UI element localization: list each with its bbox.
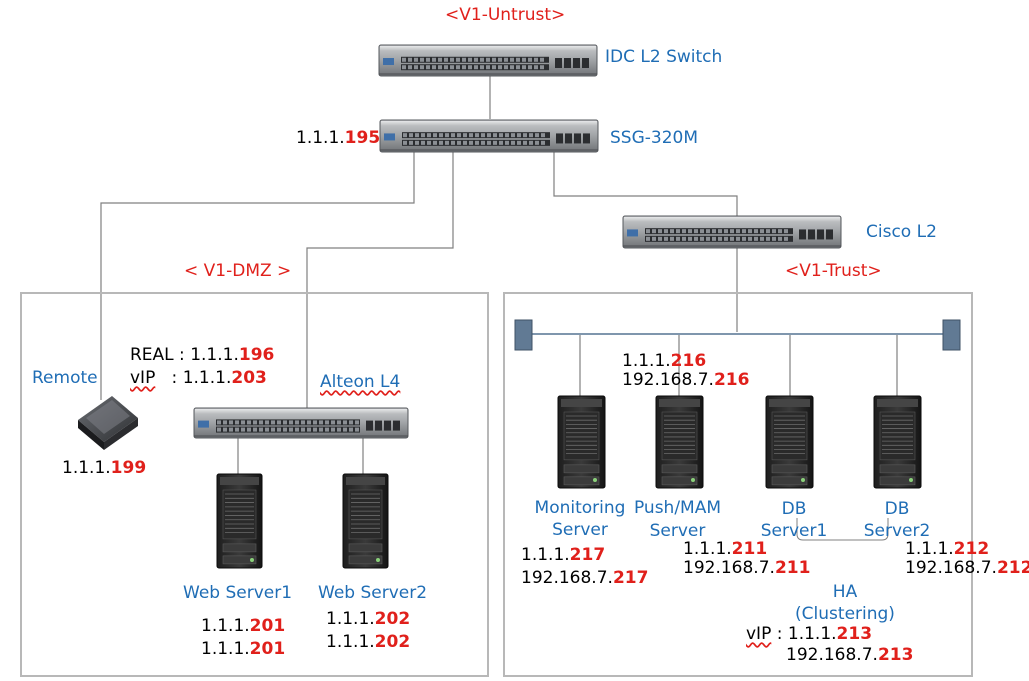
device-label-alteon-text: Alteon L4 — [320, 372, 401, 392]
device-label-db1: DB Server1 — [755, 498, 833, 542]
dmz-zone-box — [20, 292, 489, 677]
web-server2-device — [342, 473, 389, 569]
ip-ha-vip: vIP : 1.1.1.213 — [746, 624, 873, 644]
bus-terminator-left — [514, 319, 533, 351]
device-label-ssg: SSG-320M — [610, 128, 699, 148]
alteon-l4-device — [193, 407, 409, 439]
device-label-web2: Web Server2 — [318, 583, 428, 603]
links — [100, 76, 898, 474]
device-label-remote: Remote — [32, 368, 98, 388]
device-label-push-line1: Push/MAM — [633, 498, 722, 518]
device-label-push-line2: Server — [649, 521, 706, 541]
device-label-monitoring: Monitoring Server — [520, 497, 640, 541]
device-label-push: Push/MAM Server — [625, 497, 730, 543]
ha-label-line1: HA — [832, 582, 858, 602]
ip-db1: 1.1.1.211 192.168.7.211 — [683, 539, 811, 578]
cisco-l2-switch-device — [622, 215, 842, 249]
zone-label-dmz: < V1-DMZ > — [184, 261, 292, 281]
link-ssg-to-cisco — [553, 152, 738, 216]
ip-ssg: 1.1.1.195 — [296, 128, 381, 148]
trust-bus — [514, 319, 961, 351]
db-server1-device — [765, 395, 814, 489]
ha-bracket — [796, 518, 889, 541]
device-label-alteon: Alteon L4 — [320, 374, 400, 391]
web-server1-device — [216, 473, 263, 569]
ip-alteon-real: REAL : 1.1.1.196 — [130, 345, 275, 365]
device-label-db1-line1: DB — [781, 499, 807, 519]
ip-push: 1.1.1.216 192.168.7.216 — [622, 351, 750, 390]
ip-web2: 1.1.1.202 1.1.1.202 — [326, 609, 411, 652]
zone-label-untrust: <V1-Untrust> — [445, 5, 566, 25]
db-server2-device — [873, 395, 922, 489]
ssg-320m-device — [379, 119, 599, 153]
ip-ha-vip-internal: 192.168.7.213 — [786, 645, 914, 665]
push-mam-server-device — [655, 395, 704, 489]
device-label-cisco: Cisco L2 — [866, 222, 937, 242]
bus-terminator-right — [942, 319, 961, 351]
device-label-idc-switch: IDC L2 Switch — [605, 47, 723, 67]
trust-zone-box — [503, 292, 973, 677]
zone-label-trust: <V1-Trust> — [785, 261, 882, 281]
device-label-monitoring-line1: Monitoring — [534, 498, 626, 518]
device-label-db2-line2: Server2 — [863, 521, 931, 541]
remote-device — [78, 396, 138, 450]
ip-monitoring: 1.1.1.217 192.168.7.217 — [521, 545, 649, 588]
link-ssg-to-remote — [100, 152, 415, 400]
device-label-monitoring-line2: Server — [552, 520, 608, 540]
ip-alteon-vip: vIP : 1.1.1.203 — [130, 368, 267, 388]
idc-l2-switch-device — [378, 44, 598, 77]
device-label-web1: Web Server1 — [183, 583, 293, 603]
ip-db2: 1.1.1.212 192.168.7.212 — [905, 539, 1029, 578]
device-label-db2: DB Server2 — [858, 498, 936, 542]
link-ssg-to-alteon — [306, 152, 454, 408]
ha-label: HA (Clustering) — [785, 581, 905, 625]
monitoring-server-device — [557, 395, 606, 489]
device-label-db2-line1: DB — [884, 499, 910, 519]
ha-label-line2: (Clustering) — [795, 604, 895, 624]
device-label-db1-line2: Server1 — [760, 521, 828, 541]
ip-remote: 1.1.1.199 — [62, 458, 147, 478]
ip-web1: 1.1.1.201 1.1.1.201 — [201, 616, 286, 659]
